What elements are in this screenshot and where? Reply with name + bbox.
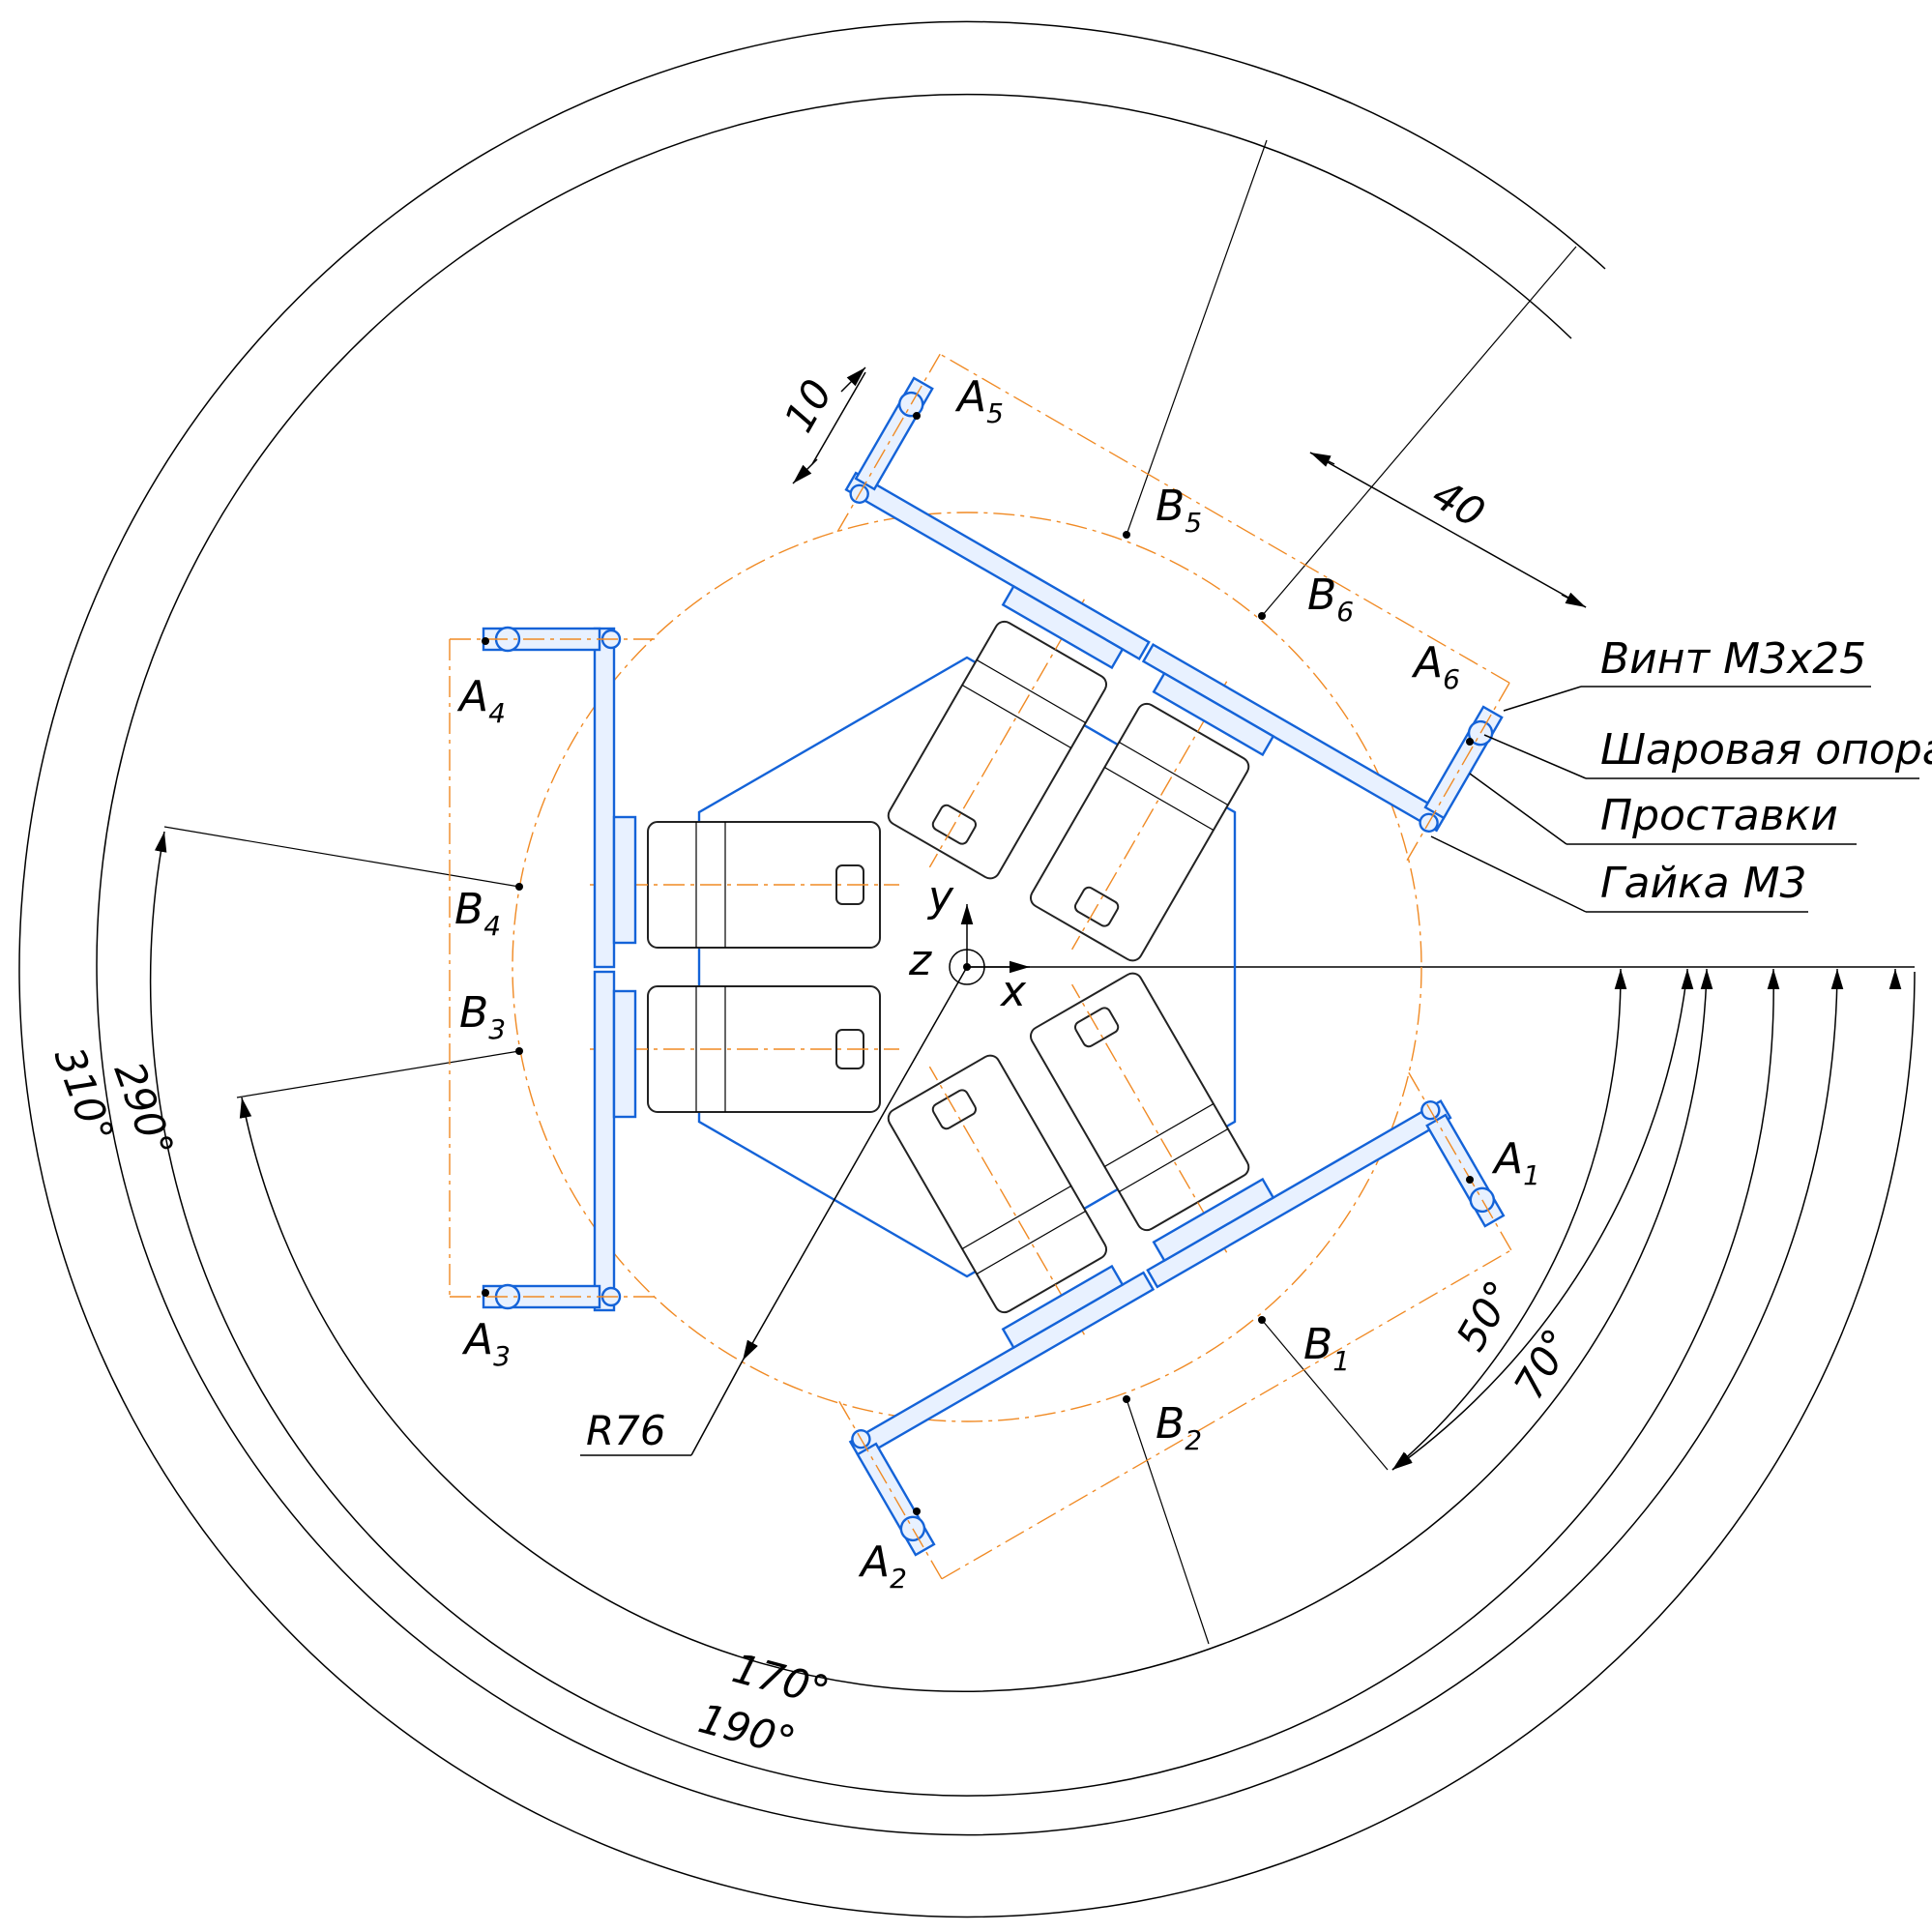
- arc-170: [1222, 971, 1708, 1645]
- servo-motor: [1029, 972, 1250, 1253]
- axis-y-label: y: [926, 872, 954, 922]
- label-B5: B5: [1156, 482, 1202, 539]
- servo-motor: [590, 821, 899, 949]
- point-B1: [1258, 1316, 1266, 1324]
- label-B2: B2: [1156, 1399, 1202, 1456]
- dim-angle-50: 50°: [1447, 1273, 1524, 1359]
- point-B3: [515, 1047, 523, 1055]
- label-A5: A5: [954, 372, 1004, 429]
- point-B6: [1258, 612, 1266, 620]
- arc-310: [18, 20, 1916, 1918]
- point-A5: [913, 412, 921, 420]
- servo-motor: [1029, 681, 1250, 962]
- point-B2: [1123, 1395, 1130, 1403]
- radius-leader: [580, 966, 968, 1456]
- reference-circle: [512, 512, 1422, 1422]
- point-markers: [482, 412, 1474, 1515]
- dim-angle-310: 310°: [45, 1041, 124, 1150]
- servo-motors: [590, 599, 1250, 1335]
- dim-angle-70: 70°: [1505, 1321, 1582, 1407]
- point-A2: [913, 1508, 921, 1515]
- label-B4: B4: [454, 885, 501, 942]
- point-labels: B1 B2 B3 B4 B5 B6 A1 A2 A3 A4 A5 A6: [454, 372, 1540, 1595]
- x-baseline: [967, 966, 1915, 989]
- arc-290: [96, 93, 1838, 1836]
- arm-pair: [835, 353, 1510, 864]
- callout-ball-joint: Шаровая опора: [1600, 725, 1932, 775]
- extension-lines: [163, 139, 1577, 1645]
- callout-nut: Гайка М3: [1600, 859, 1807, 908]
- label-A4: A4: [456, 672, 506, 729]
- point-A6: [1466, 738, 1474, 746]
- callout-leaders: [1430, 686, 1919, 913]
- axis-x-label: x: [999, 967, 1027, 1016]
- servo-motor: [590, 985, 899, 1113]
- callout-screw: Винт М3х25: [1600, 634, 1866, 684]
- label-A2: A2: [858, 1537, 907, 1595]
- callout-labels: Винт М3х25 Шаровая опора Проставки Гайка…: [1600, 634, 1932, 908]
- label-A3: A3: [461, 1315, 511, 1372]
- point-B4: [515, 883, 523, 891]
- callout-spacers: Проставки: [1600, 791, 1838, 840]
- point-B5: [1123, 531, 1130, 539]
- servo-motor: [887, 599, 1108, 880]
- point-A4: [482, 637, 489, 645]
- angle-dimension-arcs: [18, 20, 1916, 1918]
- label-A1: A1: [1491, 1134, 1540, 1191]
- point-A3: [482, 1289, 489, 1297]
- arm-pair: [836, 1069, 1512, 1580]
- arc-190: [628, 971, 1774, 1797]
- label-B6: B6: [1307, 571, 1354, 628]
- arc-290-inner: [239, 1097, 1224, 1692]
- dim-40: 40: [1424, 470, 1493, 537]
- axis-labels: x y z: [908, 872, 1027, 1016]
- arc-70: [1391, 971, 1688, 1471]
- point-A1: [1466, 1176, 1474, 1184]
- linear-dimensions: [792, 366, 1587, 608]
- label-B3: B3: [459, 988, 506, 1045]
- dim-radius: R76: [586, 1407, 666, 1454]
- arm-pair: [449, 626, 658, 1312]
- axis-z-label: z: [908, 936, 932, 985]
- label-B1: B1: [1303, 1320, 1350, 1377]
- arc-310-inner: [150, 831, 629, 1722]
- label-A6: A6: [1411, 638, 1460, 695]
- servo-arms: [449, 353, 1512, 1580]
- servo-motor: [887, 1054, 1108, 1335]
- arc-50: [1391, 971, 1622, 1471]
- hexagon-base: [697, 656, 1237, 1278]
